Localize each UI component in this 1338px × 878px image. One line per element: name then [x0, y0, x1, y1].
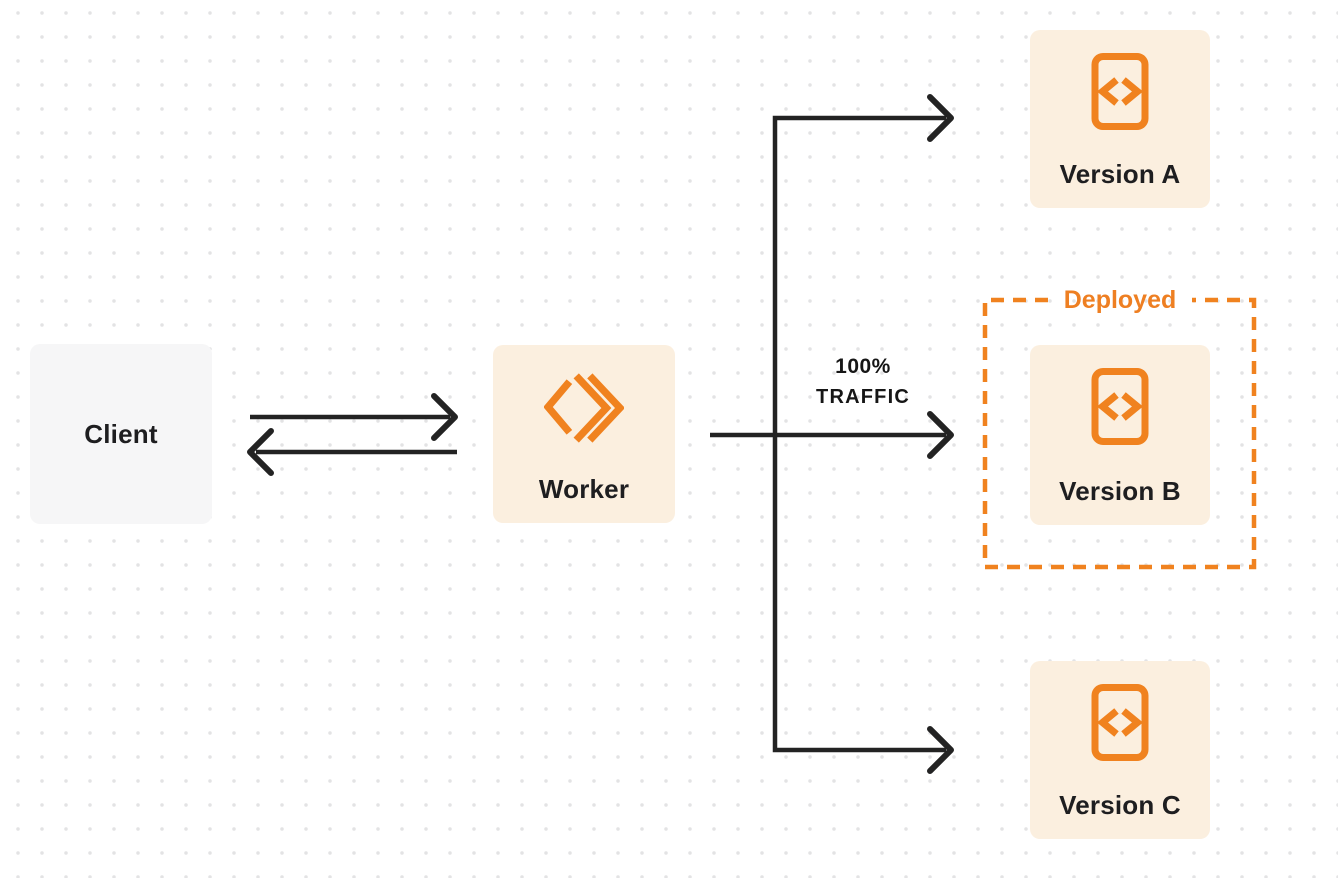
traffic-word-text: TRAFFIC [816, 386, 910, 408]
node-client: Client [30, 344, 212, 524]
deployed-label: Deployed [1063, 286, 1177, 314]
node-version-b: Version B [1030, 345, 1210, 525]
traffic-annotation: 100% TRAFFIC [763, 351, 963, 413]
arrowhead-to-worker-icon [431, 393, 458, 441]
version-c-label: Version C [1059, 790, 1181, 820]
arrowhead-to-client-icon [247, 428, 274, 476]
traffic-percent-text: 100% [835, 355, 891, 378]
node-version-a: Version A [1030, 30, 1210, 208]
code-file-icon [1091, 684, 1149, 761]
node-version-c: Version C [1030, 661, 1210, 839]
arrowhead-to-version-b-icon [927, 411, 954, 459]
deployed-dashed-border [982, 297, 1257, 570]
version-a-label: Version A [1059, 159, 1181, 189]
node-worker: Worker [493, 345, 675, 523]
worker-label: Worker [538, 474, 630, 504]
version-b-label: Version B [1059, 476, 1181, 506]
workers-logo-icon [544, 373, 624, 443]
client-label: Client [84, 418, 158, 449]
code-file-icon [1091, 368, 1149, 445]
arrowhead-to-version-a-icon [927, 94, 954, 142]
code-file-icon [1091, 53, 1149, 130]
arrowhead-to-version-c-icon [927, 726, 954, 774]
branch-line [772, 115, 946, 753]
